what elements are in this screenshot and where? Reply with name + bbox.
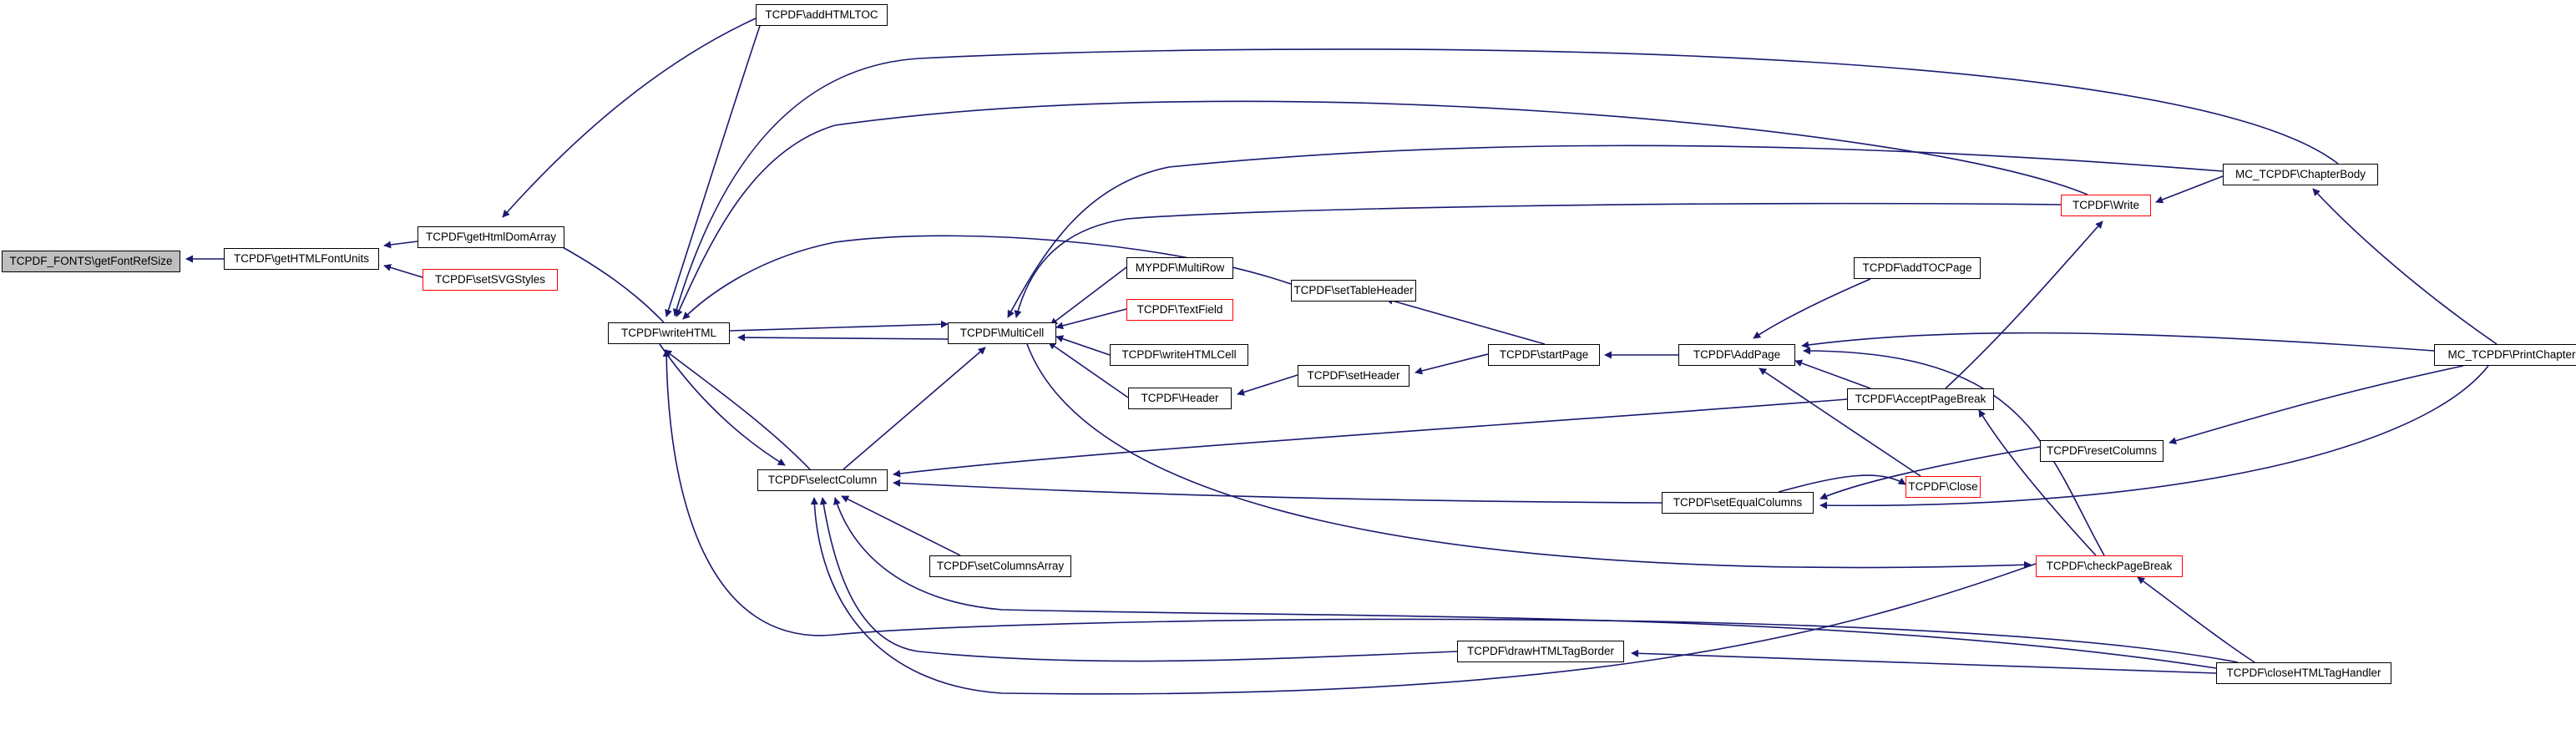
node-header[interactable]: TCPDF\Header [1128,388,1232,409]
edge-gethtmldomarray-to-gethtmlfontunits [383,241,418,249]
node-fonts_getfontrefsize: TCPDF_FONTS\getFontRefSize [2,251,180,272]
edge-acceptpagebreak-to-write [1945,220,2103,389]
edge-closehtmltaghandler-to-selectcolumn [833,497,2217,669]
node-resetcolumns[interactable]: TCPDF\resetColumns [2040,440,2164,462]
node-setheader[interactable]: TCPDF\setHeader [1298,365,1409,387]
node-mc_printchapter[interactable]: MC_TCPDF\PrintChapter [2434,344,2576,366]
edge-closehtmltaghandler-to-drawhtmltagborder [1631,649,2217,674]
node-write[interactable]: TCPDF\Write [2061,195,2151,216]
edge-closehtmltaghandler-to-writehtml [662,349,2239,663]
node-acceptpagebreak[interactable]: TCPDF\AcceptPageBreak [1847,388,1994,410]
edge-writehtmlcell-to-multicell [1055,335,1111,356]
edge-multicell-to-checkpagebreak [1026,343,2032,569]
edge-writehtml-to-gethtmldomarray [542,236,665,323]
edge-setequalcolumns-to-selectcolumn [893,479,1663,504]
node-setcolumnsarray[interactable]: TCPDF\setColumnsArray [929,555,1071,577]
edge-acceptpagebreak-to-addpage [1794,359,1871,389]
edge-mc_printchapter-to-addpage [1801,332,2435,352]
node-addtocpage[interactable]: TCPDF\addTOCPage [1854,257,1981,279]
edge-setequalcolumns-to-close [1778,474,1906,493]
edge-mypdf_multirow-to-multicell [1050,266,1127,326]
edge-addtocpage-to-addpage [1753,278,1871,339]
edge-selectcolumn-to-writehtml [664,349,811,470]
node-textfield[interactable]: TCPDF\TextField [1126,299,1233,321]
edge-mc_printchapter-to-resetcolumns [2169,365,2464,445]
edge-setsvgstyles-to-gethtmlfontunits [383,264,423,278]
edge-checkpagebreak-to-acceptpagebreak [1978,409,2097,556]
edge-mc_printchapter-to-setequalcolumns [1819,365,2489,509]
edge-setheader-to-header [1237,374,1298,396]
edge-multicell-to-writehtml [737,333,949,342]
edge-checkpagebreak-to-addpage [1803,347,2105,556]
node-gethtmlfontunits[interactable]: TCPDF\getHTMLFontUnits [224,248,379,270]
node-setequalcolumns[interactable]: TCPDF\setEqualColumns [1662,492,1814,514]
node-setsvgstyles[interactable]: TCPDF\setSVGStyles [423,269,558,291]
edge-selectcolumn-to-multicell [843,347,986,470]
edge-checkpagebreak-to-selectcolumn [810,497,2037,695]
node-startpage[interactable]: TCPDF\startPage [1488,344,1600,366]
node-mypdf_multirow[interactable]: MYPDF\MultiRow [1126,257,1233,279]
edge-resetcolumns-to-setequalcolumns [1819,446,2041,499]
node-settableheader[interactable]: TCPDF\setTableHeader [1291,280,1416,302]
edge-write-to-writehtml [676,100,2088,317]
node-close[interactable]: TCPDF\Close [1905,476,1981,498]
edge-mc_printchapter-to-mc_chapterbody [2312,188,2498,345]
node-mc_chapterbody[interactable]: MC_TCPDF\ChapterBody [2223,164,2378,185]
node-addpage[interactable]: TCPDF\AddPage [1678,344,1795,366]
edge-acceptpagebreak-to-selectcolumn [893,398,1848,478]
edge-write-to-multicell [1014,202,2062,318]
node-multicell[interactable]: TCPDF\MultiCell [948,322,1056,344]
edge-header-to-multicell [1048,342,1129,398]
edge-closehtmltaghandler-to-checkpagebreak [2137,576,2255,663]
edge-addhtmltoc-to-gethtmldomarray [502,18,757,218]
node-checkpagebreak[interactable]: TCPDF\checkPageBreak [2036,555,2183,577]
node-drawhtmltagborder[interactable]: TCPDF\drawHTMLTagBorder [1457,641,1624,662]
edge-setcolumnsarray-to-selectcolumn [841,495,961,556]
node-closehtmltaghandler[interactable]: TCPDF\closeHTMLTagHandler [2216,662,2391,684]
edge-writehtml-to-selectcolumn [659,343,786,466]
node-gethtmldomarray[interactable]: TCPDF\getHtmlDomArray [418,226,564,248]
edge-mc_chapterbody-to-write [2155,175,2224,204]
edge-mc_chapterbody-to-multicell [1007,144,2224,318]
edge-startpage-to-setheader [1415,353,1489,375]
edge-settableheader-to-writehtml [682,235,1292,320]
edge-mc_chapterbody-to-writehtml [672,48,2339,317]
edge-startpage-to-settableheader [1385,297,1546,345]
edge-textfield-to-multicell [1055,308,1127,330]
node-writehtml[interactable]: TCPDF\writeHTML [608,322,730,344]
edge-writehtml-to-multicell [729,320,949,332]
edge-drawhtmltagborder-to-selectcolumn [819,497,1458,662]
node-selectcolumn[interactable]: TCPDF\selectColumn [757,469,888,491]
edge-close-to-addpage [1759,367,1921,477]
edge-addhtmltoc-to-writehtml [665,25,761,317]
node-addhtmltoc[interactable]: TCPDF\addHTMLTOC [756,4,888,26]
node-writehtmlcell[interactable]: TCPDF\writeHTMLCell [1110,344,1248,366]
